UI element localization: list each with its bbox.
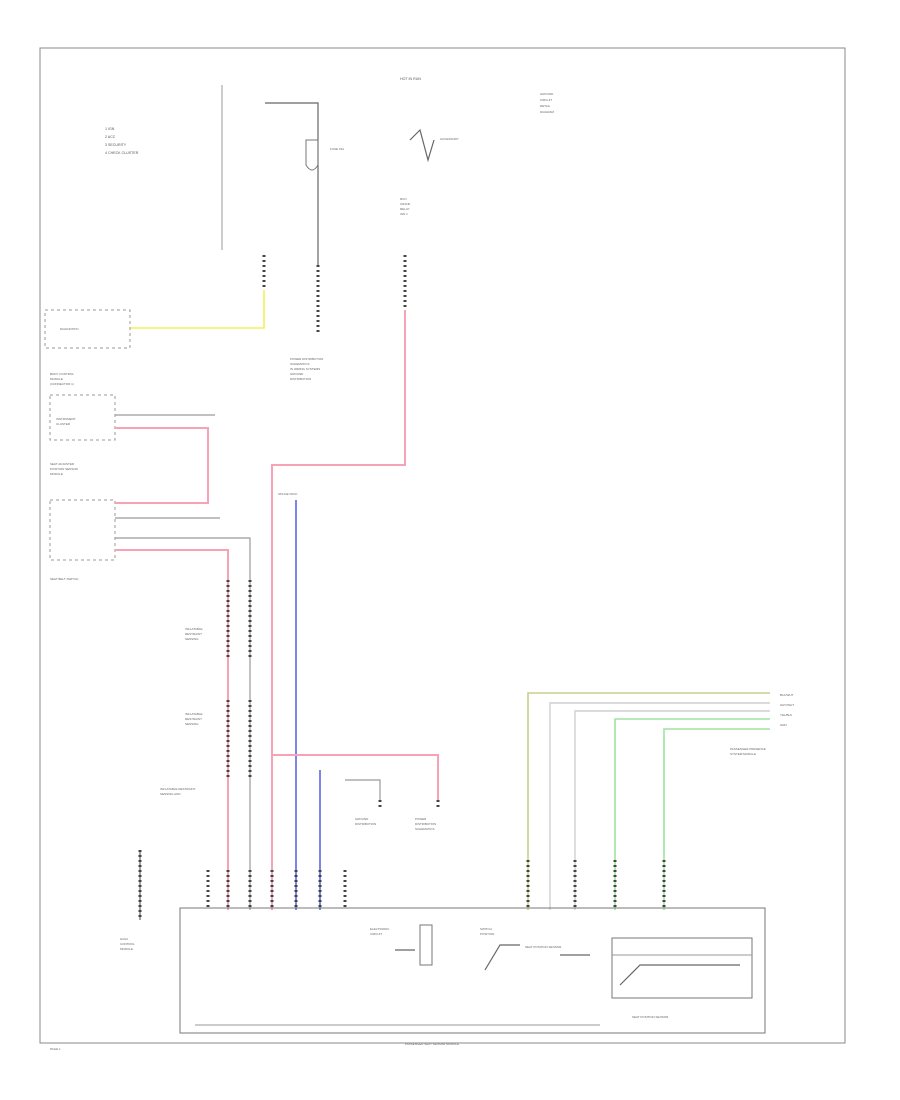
module-inner-3: SEAT POSITION SENSOR [525,945,562,949]
relay-desc-2: RUN CRANK RELAY IGN 1 [400,197,411,216]
wire-olive [527,692,770,910]
left-comp-3-label: SEAT ADJUSTER POSITION SENSOR MODULE [50,462,79,476]
module-chip [419,924,433,966]
ground-2-label: POWER DISTRIBUTION SCHEMATICS [415,817,437,831]
right-note: PASSENGER PRESENCE SYSTEM MODULE [730,747,767,756]
wire-gray-branch [345,779,381,800]
page-number: PAGE 1 [50,1047,61,1051]
left-comp-3-box [49,499,116,561]
wire-pink-main [271,310,406,910]
wire-gray-left-3 [115,537,251,910]
sub-box-label: SEAT POSITION SENSOR [632,1015,669,1019]
relay-desc: ACCESSORY [440,137,459,141]
diagnostic-label: DIAGNOSTIC [60,327,80,331]
module-pins [206,860,666,910]
module-inner-wire-4 [619,964,740,986]
mid-comp-2-label: INFLATABLE RESTRAINT SENSING [185,712,203,726]
bottom-title: PASSENGER SEAT SENSOR MODULE [405,1042,459,1046]
wire-yellow [130,290,265,329]
left-comp-4-label: SEAT BELT SWITCH [50,577,78,581]
fuse-bracket [265,102,319,265]
fuse-icon [305,139,319,171]
relay-switch-icon [409,128,435,163]
right-wire-1: GRY/WHT [780,703,794,707]
wire-green-2 [663,728,770,910]
wire-pink-left-2 [115,549,229,910]
ground-1-label: GROUND DISTRIBUTION [355,817,376,826]
module-inner-2: SWITCH POSITION [480,927,494,936]
left-comp-1-label: BODY CONTROL MODULE (CONNECTOR 1) [50,372,75,386]
right-wire-0: BLK/WHT [780,693,794,697]
module-box [179,907,766,1034]
wire-lgray-2 [574,710,770,910]
left-comp-2-label: INSTRUMENT CLUSTER [56,417,76,426]
wire-pink-branch [272,754,439,800]
right-wire-2: YEL/BLK [780,713,792,717]
mid-splice-label: SPLICE PACK [278,492,297,496]
module-inner-wire-2 [484,944,520,971]
right-box-note: GROUND CIRCUIT DETAIL DIAGRAM [540,92,555,114]
mid-desc: POWER DISTRIBUTION SCHEMATICS IN WIRING … [290,357,324,381]
left-comp-2-box [49,394,116,441]
diagnostic-box [44,309,131,349]
module-inner-box [611,937,753,999]
mid-comp-3-label: INFLATABLE RESTRAINT SENSING AND [160,787,196,796]
wire-pink-left-1 [115,427,209,504]
right-wire-3: GRN [780,723,787,727]
mid-comp-1-label: INFLATABLE RESTRAINT SENSING [185,627,203,641]
module-inner-1: ELECTRONIC CIRCUIT [370,927,390,936]
bottom-left-label: HVAC CONTROL MODULE [120,937,135,951]
fuse-label: FUSE 15A [330,147,344,151]
hot-label: HOT IN RUN [400,77,421,81]
diagram-frame [39,47,846,1044]
wire-lgray-1 [549,702,770,910]
wire-green-1 [614,718,770,910]
legend-block: 1 IGN 2 ACC 3 SECURITY 4 CHECK CLUSTER [105,127,139,155]
